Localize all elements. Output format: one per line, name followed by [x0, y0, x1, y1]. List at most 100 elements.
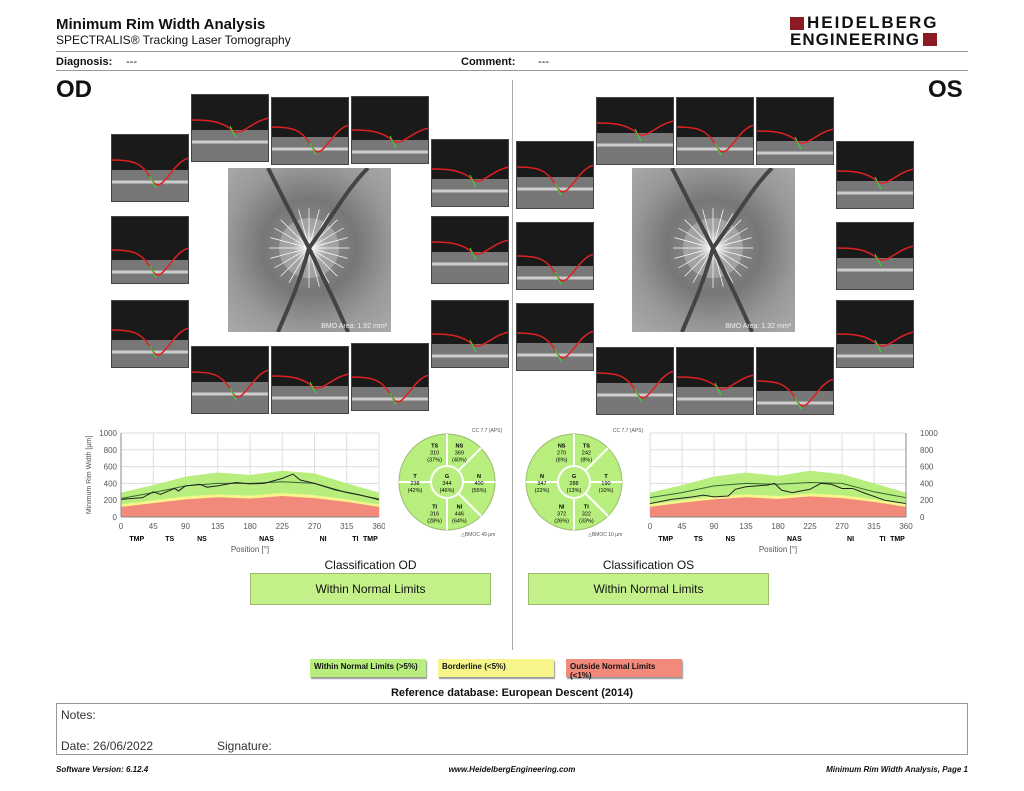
scan-line	[274, 247, 310, 269]
notes-label: Notes:	[61, 708, 96, 722]
diagnosis-label: Diagnosis:	[56, 56, 113, 68]
sector-value-G: 288	[569, 481, 578, 487]
os-sector-chart: CC 7.7 (APS)NS270(8%)TS242(8%)N347(22%)G…	[525, 428, 643, 538]
logo-line2: ENGINEERING	[790, 30, 921, 49]
oct-bscan-thumbnail	[836, 300, 914, 368]
sector-divider	[584, 447, 609, 472]
x-axis-label: Position [°]	[759, 545, 797, 554]
oct-bscan-thumbnail	[111, 134, 189, 202]
sector-value-NI: NI	[457, 505, 463, 511]
sector-divider	[457, 447, 482, 472]
scan-line	[712, 247, 752, 259]
website-link[interactable]: www.HeidelbergEngineering.com	[448, 765, 576, 774]
legend-borderline: Borderline (<5%)	[438, 659, 554, 677]
x-tick-label: 360	[372, 522, 385, 531]
oct-bscan-thumbnail	[191, 346, 269, 414]
y-tick-label: 1000	[99, 429, 117, 438]
os-label: OS	[928, 76, 963, 103]
sector-label: NAS	[259, 536, 274, 543]
vessels	[670, 166, 774, 333]
sector-value-N: 400	[474, 481, 483, 487]
scan-line	[308, 227, 344, 249]
scan-line	[712, 237, 752, 249]
comment-label: Comment:	[461, 56, 516, 68]
sector-label: TMP	[890, 536, 905, 543]
sector-value-NS: (40%)	[452, 457, 467, 463]
sector-label: NS	[197, 536, 207, 543]
oct-bscan-thumbnail	[516, 141, 594, 209]
scan-line	[280, 247, 310, 277]
oct-bscan-thumbnail	[596, 347, 674, 415]
oct-bscan-thumbnail	[756, 347, 834, 415]
scan-line	[678, 227, 714, 249]
software-version: Software Version: 6.12.4	[56, 765, 149, 774]
sector-value-NS: 369	[455, 450, 464, 456]
od-classification-result: Within Normal Limits	[250, 573, 491, 605]
os-fundus-image: BMO Area: 1.32 mm²	[632, 166, 795, 333]
y-tick-label: 800	[920, 446, 934, 455]
scan-line	[308, 209, 320, 249]
sector-value-T: 190	[601, 481, 610, 487]
scan-line	[270, 247, 310, 259]
scan-line	[674, 237, 714, 249]
oct-bscan-thumbnail	[756, 97, 834, 165]
sector-value-TI: (33%)	[579, 519, 594, 525]
x-tick-label: 360	[899, 522, 913, 531]
sector-value-TS: TS	[431, 443, 438, 449]
od-label: OD	[56, 76, 92, 103]
report-subtitle: SPECTRALIS® Tracking Laser Tomography	[56, 33, 291, 47]
oct-bscan-thumbnail	[836, 222, 914, 290]
sector-value-NI: 372	[557, 512, 566, 518]
sector-value-N: (55%)	[472, 488, 487, 494]
notes-box[interactable]: Notes: Date: 26/06/2022 Signature:	[56, 703, 968, 755]
date-text: Date: 26/06/2022	[61, 739, 154, 753]
scan-line	[678, 247, 714, 269]
x-tick-label: 45	[149, 522, 158, 531]
sector-value-N: (22%)	[535, 488, 550, 494]
heidelberg-logo: HEIDELBERG ENGINEERING	[790, 14, 970, 49]
os-bmo-area: BMO Area: 1.32 mm²	[725, 323, 791, 330]
comment-value: ---	[538, 56, 549, 68]
x-tick-label: 225	[276, 522, 290, 531]
sector-label: NI	[847, 536, 854, 543]
sector-label: TI	[352, 536, 358, 543]
sector-value-T: (10%)	[599, 488, 614, 494]
sector-divider	[457, 492, 482, 517]
x-tick-label: 90	[181, 522, 190, 531]
x-tick-label: 270	[308, 522, 322, 531]
scan-line	[674, 247, 714, 259]
sector-value-TS: 242	[582, 450, 591, 456]
oct-bscan-thumbnail	[111, 216, 189, 284]
sector-value-TI: TI	[432, 505, 437, 511]
reference-database: Reference database: European Descent (20…	[390, 687, 634, 699]
sector-value-T: T	[604, 474, 608, 480]
legend-outside: Outside Normal Limits (<1%)	[566, 659, 682, 680]
od-sector-chart: CC 7.7 (APS)TS310(37%)NS369(40%)T238(42%…	[398, 428, 503, 538]
x-tick-label: 0	[648, 522, 653, 531]
scan-line	[712, 247, 742, 277]
y-tick-label: 400	[920, 479, 934, 488]
oct-bscan-thumbnail	[271, 97, 349, 165]
scan-line	[308, 247, 344, 269]
measured-line	[120, 473, 380, 501]
center-divider	[512, 80, 513, 650]
x-tick-label: 315	[867, 522, 881, 531]
cc-label: CC 7.7 (APS)	[472, 428, 503, 434]
y-tick-label: 400	[104, 479, 118, 488]
sector-value-TS: (8%)	[581, 457, 593, 463]
mean-line	[649, 482, 907, 499]
x-axis-label: Position [°]	[231, 545, 269, 554]
x-tick-label: 180	[771, 522, 785, 531]
bmoc-delta: △BMOC 10 µm	[588, 532, 622, 538]
sector-value-N: 347	[537, 481, 546, 487]
oct-bscan-thumbnail	[596, 97, 674, 165]
x-tick-label: 225	[803, 522, 817, 531]
oct-bscan-thumbnail	[676, 97, 754, 165]
sector-divider	[584, 492, 609, 517]
oct-bscan-thumbnail	[516, 303, 594, 371]
scan-line	[712, 247, 748, 269]
y-tick-label: 200	[920, 496, 934, 505]
sector-value-TI: TI	[584, 505, 589, 511]
oct-bscan-thumbnail	[111, 300, 189, 368]
sector-value-G: G	[445, 474, 449, 480]
